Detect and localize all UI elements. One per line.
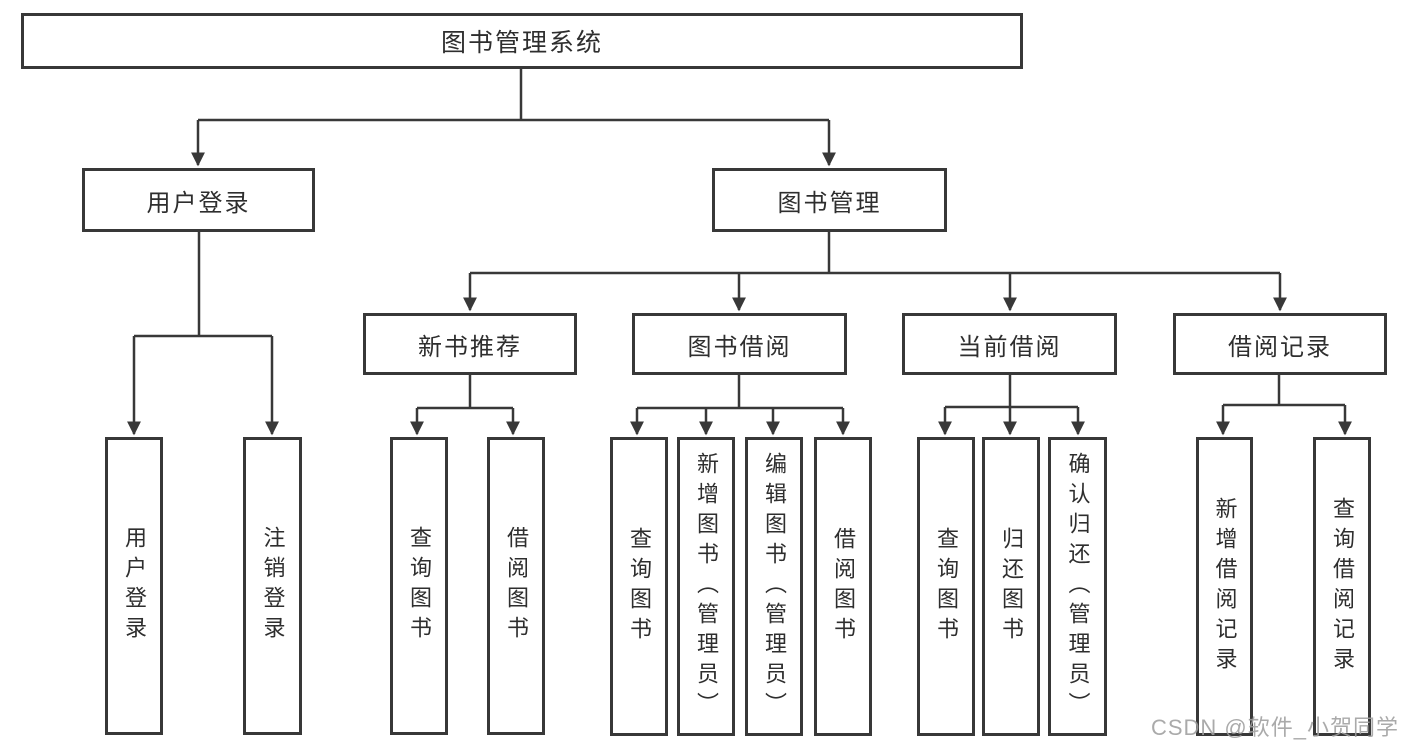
leaf-label: 查询图书 [934,526,959,647]
leaf-query-books-recommend: 查询图书 [390,437,448,735]
leaf-add-borrow-record: 新增借阅记录 [1196,437,1253,736]
leaf-borrow-books-recommend: 借阅图书 [487,437,545,735]
node-library-management-system: 图书管理系统 [21,13,1023,69]
node-book-management: 图书管理 [712,168,947,232]
leaf-user-login: 用户登录 [105,437,163,735]
node-current-borrowing: 当前借阅 [902,313,1117,375]
leaf-label: 借阅图书 [831,526,856,647]
leaf-label: 编辑图书（管理员） [762,451,787,722]
leaf-label: 确认归还（管理员） [1065,451,1091,722]
leaf-borrow-books: 借阅图书 [814,437,872,736]
node-label: 图书管理 [777,189,882,217]
leaf-label: 新增借阅记录 [1212,496,1238,677]
node-new-book-recommend: 新书推荐 [363,313,577,375]
connector-user-login-children [127,232,279,436]
connector-new-book-children [410,375,520,436]
leaf-logout: 注销登录 [243,437,302,735]
node-user-login: 用户登录 [82,168,315,232]
node-label: 用户登录 [146,189,251,217]
leaf-label: 用户登录 [122,526,147,646]
leaf-label: 新增图书（管理员） [694,451,719,722]
connector-book-management-children [463,232,1287,312]
leaf-query-books-current: 查询图书 [917,437,975,736]
leaf-edit-books-admin: 编辑图书（管理员） [745,437,803,736]
connector-current-borrowing-children [938,375,1085,436]
connector-borrowing-records-children [1216,375,1352,436]
node-book-borrowing: 图书借阅 [632,313,847,375]
leaf-add-books-admin: 新增图书（管理员） [677,437,735,736]
node-label: 当前借阅 [957,333,1062,361]
leaf-return-books: 归还图书 [982,437,1040,736]
node-label: 借阅记录 [1228,333,1332,361]
node-borrowing-records: 借阅记录 [1173,313,1387,375]
leaf-label: 查询借阅记录 [1330,496,1355,677]
leaf-label: 查询图书 [407,526,432,646]
leaf-label: 注销登录 [260,526,286,646]
leaf-confirm-return-admin: 确认归还（管理员） [1048,437,1107,736]
node-label: 新书推荐 [418,333,522,361]
connector-book-borrowing-children [630,375,850,436]
leaf-label: 查询图书 [627,526,652,647]
connector-root-to-level2 [191,69,836,167]
leaf-query-books-borrowing: 查询图书 [610,437,668,736]
node-label: 图书借阅 [687,333,792,361]
leaf-label: 借阅图书 [504,526,529,646]
leaf-query-borrow-record: 查询借阅记录 [1313,437,1371,736]
leaf-label: 归还图书 [999,526,1024,647]
csdn-watermark: CSDN @软件_小贺同学 [1150,715,1399,740]
node-label: 图书管理系统 [440,29,603,57]
